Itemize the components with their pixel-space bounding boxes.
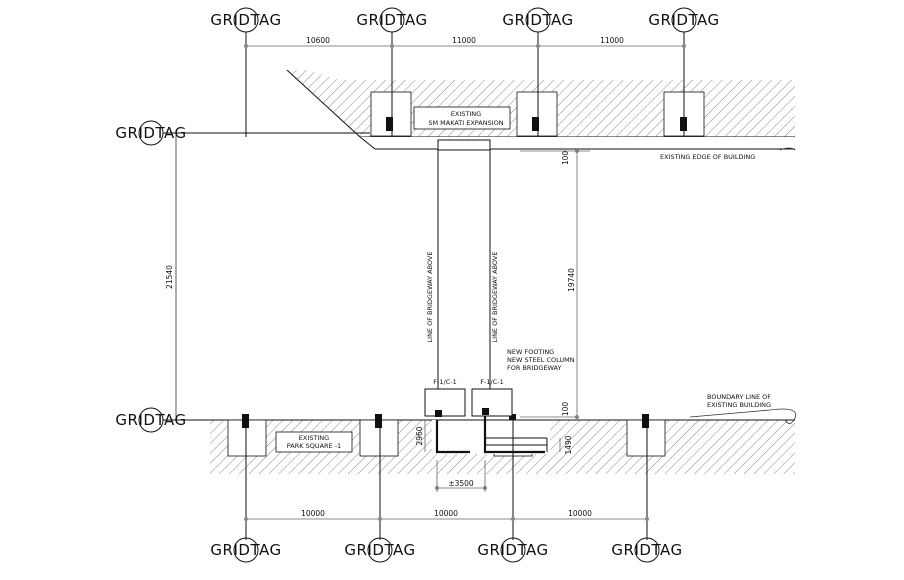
dim-100-top: 100 <box>561 151 570 166</box>
edge-leader <box>779 147 796 151</box>
grid-tag-top-2: GRIDTAG <box>356 11 427 29</box>
dimension-lines <box>244 44 686 521</box>
grid-tag-bottom-3: GRIDTAG <box>477 541 548 559</box>
new-footing-line3: FOR BRIDGEWAY <box>507 364 561 372</box>
boundary-leader <box>689 408 797 424</box>
grid-tag-bottom-1: GRIDTAG <box>210 541 281 559</box>
existing-sm-label-line1: EXISTING <box>451 110 481 118</box>
dim-19740: 19740 <box>567 268 576 292</box>
grid-tag-left-1: GRIDTAG <box>115 124 186 142</box>
grid-tag-top-3: GRIDTAG <box>502 11 573 29</box>
grid-tag-bottom-2: GRIDTAG <box>344 541 415 559</box>
bridgeway-left-label: LINE OF BRIDGEWAY ABOVE <box>426 252 434 343</box>
park-label-line1: EXISTING <box>299 434 329 442</box>
top-dim-3: 11000 <box>600 36 624 45</box>
existing-sm-label-line2: SM MAKATI EXPANSION <box>428 119 503 127</box>
dim-3500: ±3500 <box>448 479 474 488</box>
grid-tag-bottom-4: GRIDTAG <box>611 541 682 559</box>
footing-left-label: F-1/C-1 <box>433 378 456 386</box>
existing-edge-label: EXISTING EDGE OF BUILDING <box>660 153 755 161</box>
grid-tag-top-1: GRIDTAG <box>210 11 281 29</box>
grid-tag-left-2: GRIDTAG <box>115 411 186 429</box>
bottom-dim-1: 10000 <box>301 509 325 518</box>
existing-sm-makati-building <box>286 69 795 150</box>
existing-park-square <box>210 410 795 474</box>
dim-100-bottom: 100 <box>561 402 570 417</box>
vertical-dim-21540: 21540 <box>165 265 174 289</box>
grid-bubbles <box>138 7 697 563</box>
boundary-label-line1: BOUNDARY LINE OF <box>707 393 771 401</box>
dim-1490: 1490 <box>564 435 573 454</box>
new-footing-line1: NEW FOOTING <box>507 348 554 356</box>
bottom-dim-3: 10000 <box>568 509 592 518</box>
boundary-label-line2: EXISTING BUILDING <box>707 401 771 409</box>
bottom-dim-2: 10000 <box>434 509 458 518</box>
bridgeway-lines <box>437 139 491 410</box>
dim-2960: 2960 <box>415 426 424 445</box>
grid-tag-top-4: GRIDTAG <box>648 11 719 29</box>
new-footing-line2: NEW STEEL COLUMN <box>507 356 575 364</box>
top-dim-2: 11000 <box>452 36 476 45</box>
top-dim-1: 10600 <box>306 36 330 45</box>
footing-right-label: F-1/C-1 <box>480 378 503 386</box>
new-footings <box>424 388 513 417</box>
bridgeway-right-label: LINE OF BRIDGEWAY ABOVE <box>491 252 499 343</box>
park-label-line2: PARK SQUARE -1 <box>287 442 341 450</box>
